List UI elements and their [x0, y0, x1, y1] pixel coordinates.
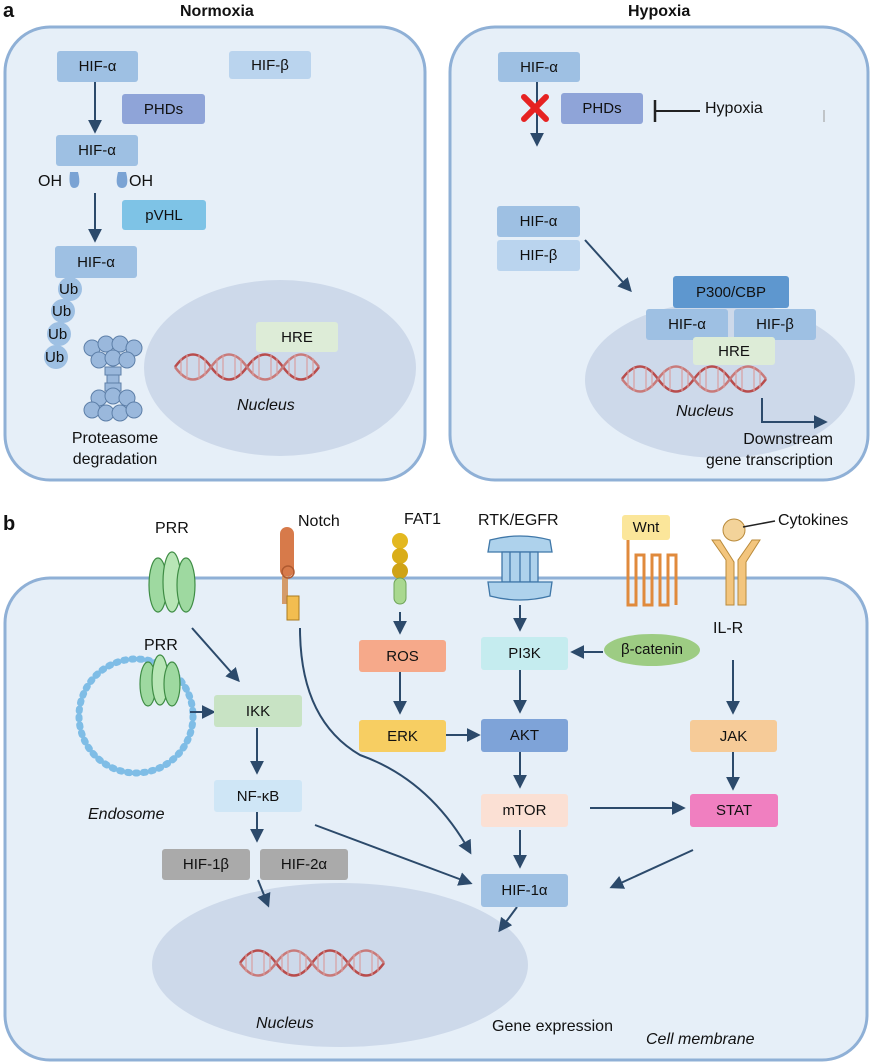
ub-label-2: Ub — [52, 303, 72, 320]
arrow-prr-to-ikk — [191, 627, 240, 683]
ub-label-3: Ub — [48, 326, 68, 343]
nuclear-hif-alpha-box: HIF-α — [646, 309, 728, 340]
hif1a-box: HIF-1α — [481, 874, 568, 907]
fat1-label: FAT1 — [404, 511, 442, 528]
ub-label-4: Ub — [45, 349, 65, 366]
cytokines-pointer — [742, 520, 776, 528]
rtk-egfr-receptor-icon — [487, 535, 553, 601]
frizzled-receptor-icon — [626, 540, 678, 607]
cytokines-label: Cytokines — [778, 512, 849, 529]
nuclear-hif-beta-box: HIF-β — [734, 309, 816, 340]
normoxia-hif-alpha-box: HIF-α — [57, 51, 138, 82]
ub-circle-2 — [51, 299, 75, 323]
endosome-prr-icon — [139, 654, 181, 707]
normoxia-hif-beta-box: HIF-β — [229, 51, 311, 79]
gene-expression-label: Gene expression — [492, 1018, 613, 1035]
normoxia-hre-box: HRE — [256, 322, 338, 352]
hypoxia-hre-box: HRE — [693, 337, 775, 365]
normoxia-phds-box: PHDs — [122, 94, 205, 124]
ilr-label: IL-R — [713, 620, 744, 637]
p300-cbp-box: P300/CBP — [673, 276, 789, 308]
proteasome-icon — [83, 335, 143, 422]
hypoxia-nucleus-label: Nucleus — [676, 403, 734, 420]
hypoxia-hif-alpha-box: HIF-α — [498, 52, 580, 82]
hif1b-box: HIF-1β — [162, 849, 250, 880]
akt-box: AKT — [481, 719, 568, 752]
panel-a-letter: a — [3, 0, 15, 22]
erk-box: ERK — [359, 720, 446, 752]
bcatenin-shape — [604, 634, 700, 666]
arrow-nfkb-to-hif1a — [314, 824, 473, 886]
hypoxia-complex-hif-beta-box: HIF-β — [497, 240, 580, 271]
notch-label: Notch — [298, 513, 340, 530]
prr-receptor-icon — [148, 551, 196, 613]
panel-b-nucleus — [152, 883, 528, 1047]
panel-b-nucleus-label: Nucleus — [256, 1015, 314, 1032]
fat1-receptor-icon — [392, 533, 408, 605]
pi3k-box: PI3K — [481, 637, 568, 670]
arrow-downstream — [761, 398, 828, 429]
hypoxia-nucleus — [585, 302, 855, 458]
endosome-prr-label: PRR — [144, 637, 178, 654]
pvhl-box: pVHL — [122, 200, 206, 230]
ub-label-1: Ub — [59, 281, 79, 298]
arrow-notch-to-hif1a — [299, 627, 472, 855]
normoxia-nucleus — [144, 280, 416, 456]
ikk-box: IKK — [214, 695, 302, 727]
proteasome-label-line1: Proteasome — [71, 430, 159, 447]
notch-receptor-icon — [280, 527, 300, 621]
block-x-icon — [521, 94, 549, 122]
stat-box: STAT — [690, 794, 778, 827]
arrow-hif1a-to-nucleus — [498, 906, 518, 933]
wnt-box: Wnt — [622, 515, 670, 540]
hypoxia-phds-box: PHDs — [561, 93, 643, 124]
ilr-receptor-icon — [711, 518, 761, 606]
ub-circle-3 — [47, 322, 71, 346]
downstream-label-line1: Downstream — [743, 431, 833, 448]
hypoxia-complex-hif-alpha-box: HIF-α — [497, 206, 580, 237]
proteasome-label-line2: degradation — [72, 451, 158, 468]
hypoxia-title: Hypoxia — [628, 3, 691, 20]
arrow-hif-to-nucleus — [257, 879, 271, 908]
hypoxia-inhibitor-label: Hypoxia — [705, 100, 763, 117]
endosome-membrane — [75, 655, 197, 777]
oh-label-left: OH — [38, 173, 62, 190]
mtor-box: mTOR — [481, 794, 568, 827]
oh-droplet-right — [116, 172, 128, 188]
arrow-complex-to-nucleus — [584, 239, 632, 293]
oh-label-right: OH — [129, 173, 153, 190]
cell-membrane-label: Cell membrane — [646, 1031, 755, 1048]
normoxia-hif-alpha-ub-box: HIF-α — [55, 246, 137, 278]
normoxia-title: Normoxia — [180, 3, 254, 20]
normoxia-hif-alpha-hydroxylated-box: HIF-α — [56, 135, 138, 166]
prr-label: PRR — [155, 520, 189, 537]
hif2a-box: HIF-2α — [260, 849, 348, 880]
ub-circle-1 — [58, 277, 82, 301]
panel-b-letter: b — [3, 513, 16, 535]
jak-box: JAK — [690, 720, 777, 752]
ros-box: ROS — [359, 640, 446, 672]
bcatenin-label: β-catenin — [621, 641, 683, 658]
downstream-label-line2: gene transcription — [705, 452, 833, 469]
normoxia-nucleus-label: Nucleus — [237, 397, 295, 414]
nfkb-box: NF-κB — [214, 780, 302, 812]
oh-droplet-left — [69, 172, 80, 188]
endosome-label: Endosome — [88, 806, 165, 823]
ub-circle-4 — [44, 345, 68, 369]
arrow-stat-to-hif1a — [609, 849, 694, 889]
rtk-egfr-label: RTK/EGFR — [478, 512, 559, 529]
